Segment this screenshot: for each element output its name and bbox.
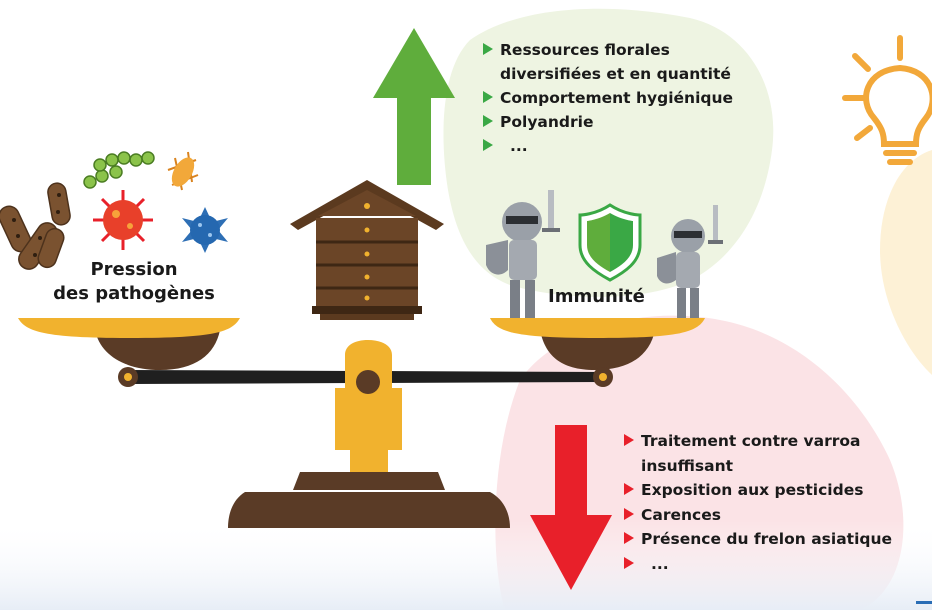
list-item: Comportement hygiénique <box>482 86 733 110</box>
list-item-line1: ... <box>510 137 528 155</box>
immunity-label: Immunité <box>548 286 645 307</box>
list-item: Exposition aux pesticides <box>623 478 892 503</box>
beehive-icon <box>290 180 444 320</box>
balance-scale-icon <box>18 318 705 528</box>
list-item: Carences <box>623 503 892 528</box>
positive-factors-list: Ressources florales diversifiées et en q… <box>482 38 733 158</box>
pathogen-pressure-line1: Pression <box>90 259 178 280</box>
negative-factors-list: Traitement contre varroa insuffisant Exp… <box>623 429 892 576</box>
list-item: Présence du frelon asiatique <box>623 527 892 552</box>
list-item-line1: Ressources florales <box>500 41 670 59</box>
pathogen-pressure-label: Pression des pathogènes <box>34 258 234 306</box>
lightbulb-icon <box>842 35 932 165</box>
list-item-line1: Carences <box>641 505 721 524</box>
knight-icon <box>657 205 723 318</box>
pathogen-pressure-line2: des pathogènes <box>53 283 215 304</box>
list-item-line1: Traitement contre varroa <box>641 432 861 450</box>
list-item-line1: Comportement hygiénique <box>500 89 734 107</box>
list-item-line1: ... <box>651 554 669 573</box>
green-up-arrow-icon <box>373 28 455 185</box>
shield-icon <box>578 203 642 282</box>
list-item: Polyandrie <box>482 110 733 134</box>
list-item: ... <box>482 134 733 158</box>
list-item-line1: Présence du frelon asiatique <box>641 530 893 548</box>
floor-gradient <box>0 520 932 610</box>
list-item-line1: Polyandrie <box>500 113 594 131</box>
red-down-arrow-icon <box>530 425 612 590</box>
list-item-line2: insuffisant <box>641 456 734 475</box>
list-item-line2: diversifiées et en quantité <box>500 65 731 83</box>
knight-icon <box>486 190 560 318</box>
list-item: ... <box>623 552 892 577</box>
pathogens-icon <box>0 151 228 270</box>
list-item: Traitement contre varroa insuffisant <box>623 429 892 478</box>
list-item: Ressources florales diversifiées et en q… <box>482 38 733 86</box>
list-item-line1: Exposition aux pesticides <box>641 481 864 499</box>
corner-accent <box>916 601 932 604</box>
yellow-background-blob <box>880 150 932 375</box>
